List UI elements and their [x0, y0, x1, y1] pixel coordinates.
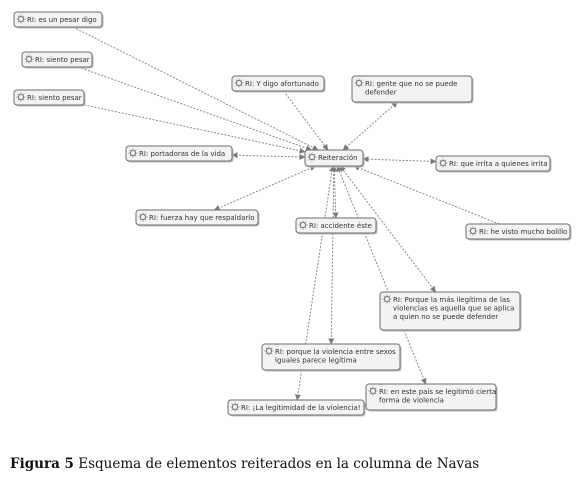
center-node-label: Reiteración	[318, 154, 358, 162]
node-box	[13, 89, 85, 106]
edge-n7	[362, 156, 437, 165]
node-box	[351, 75, 473, 103]
edge-n3	[83, 104, 306, 154]
lightbulb-icon	[230, 402, 240, 412]
node-n14[interactable]: RI: ¡La legitimidad de la violencia!	[227, 399, 366, 417]
lightbulb-icon	[382, 294, 392, 304]
edge-n1	[72, 26, 319, 151]
edge-n4	[283, 90, 329, 151]
node-box	[261, 343, 401, 371]
node-label: RI: siento pesar	[27, 94, 82, 102]
node-n4[interactable]: RI: Y digo afortunado	[231, 75, 326, 93]
node-label: RI: he visto mucho bolillo	[479, 228, 567, 236]
lightbulb-icon	[307, 152, 317, 162]
figure-number: Figura 5	[10, 456, 74, 472]
node-box	[13, 11, 103, 28]
node-n7[interactable]: RI: que irrita a quienes irrita	[435, 155, 552, 173]
center-node[interactable]: Reiteración	[304, 149, 365, 168]
node-box	[21, 51, 93, 68]
lightbulb-icon	[138, 212, 148, 222]
edge-n13	[336, 165, 427, 385]
edge-n6	[231, 152, 306, 160]
lightbulb-icon	[298, 220, 308, 230]
caption-text: Esquema de elementos reiterados en la co…	[78, 456, 480, 472]
edge-n10	[353, 165, 500, 225]
node-box	[304, 149, 364, 167]
lightbulb-icon	[16, 92, 26, 102]
lightbulb-icon	[24, 54, 34, 64]
edge-n5	[342, 101, 398, 151]
node-label: RI: portadoras de la vida	[139, 150, 225, 158]
node-box	[435, 155, 551, 172]
node-box	[295, 217, 377, 234]
node-label: RI: Y digo afortunado	[245, 80, 319, 88]
node-label: RI: es un pesar digo	[27, 16, 97, 24]
edge-n8	[213, 165, 317, 211]
lightbulb-icon	[468, 226, 478, 236]
node-n8[interactable]: RI: fuerza hay que respaldarlo	[135, 209, 260, 227]
node-n1[interactable]: RI: es un pesar digo	[13, 11, 104, 29]
node-n2[interactable]: RI: siento pesar	[21, 51, 94, 69]
lightbulb-icon	[16, 14, 26, 24]
node-n10[interactable]: RI: he visto mucho bolillo	[465, 223, 572, 241]
node-box	[379, 291, 521, 331]
node-box	[365, 383, 497, 411]
lightbulb-icon	[368, 386, 378, 396]
node-box	[465, 223, 571, 240]
edge-n12	[328, 165, 337, 345]
node-n9[interactable]: RI: accidente éste	[295, 217, 378, 235]
lightbulb-icon	[264, 346, 274, 356]
node-box	[125, 145, 233, 162]
node-label: RI: que irrita a quienes irrita	[449, 160, 548, 168]
node-label: RI: fuerza hay que respaldarlo	[149, 214, 255, 222]
node-label: RI: accidente éste	[309, 222, 372, 230]
edge-n2	[77, 66, 312, 151]
lightbulb-icon	[234, 78, 244, 88]
node-box	[135, 209, 259, 226]
figure-caption: Figura 5 Esquema de elementos reiterados…	[10, 456, 575, 472]
lightbulb-icon	[128, 148, 138, 158]
node-n3[interactable]: RI: siento pesar	[13, 89, 86, 107]
node-label: RI: ¡La legitimidad de la violencia!	[241, 404, 361, 412]
node-box	[227, 399, 365, 416]
node-n6[interactable]: RI: portadoras de la vida	[125, 145, 234, 163]
lightbulb-icon	[438, 158, 448, 168]
node-label: RI: siento pesar	[35, 56, 90, 64]
lightbulb-icon	[354, 78, 364, 88]
edge-n9	[331, 165, 339, 219]
node-box	[231, 75, 325, 92]
